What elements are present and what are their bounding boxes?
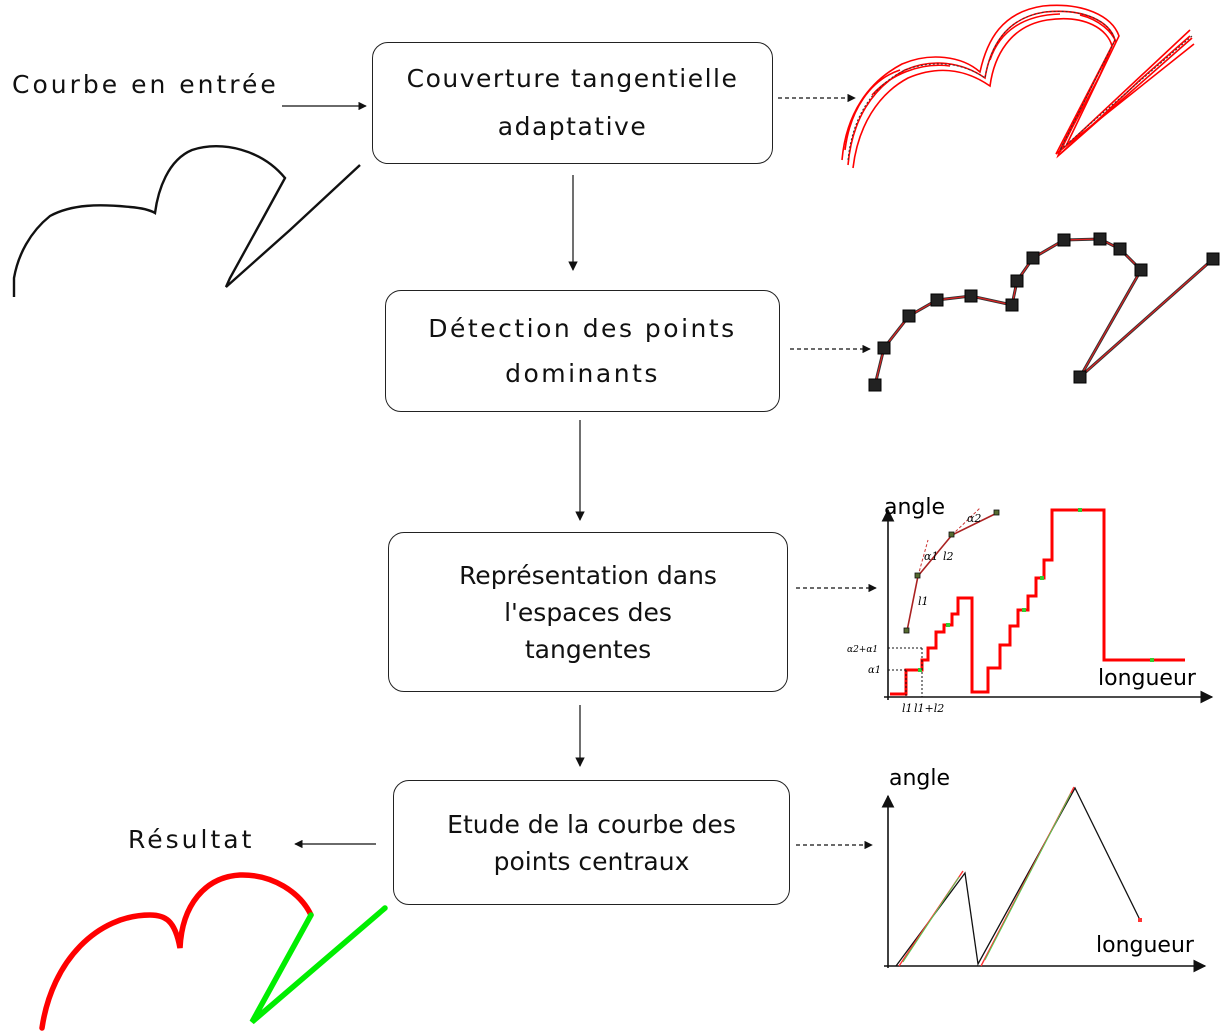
step-1-label: Couverture tangentielle adaptative bbox=[406, 64, 739, 141]
step-4-label: Etude de la courbe des points centraux bbox=[447, 809, 736, 876]
tangent-step-function bbox=[890, 508, 1185, 696]
inset-l1: l1 bbox=[918, 595, 929, 608]
step-3-label: Représentation dans l'espaces des tangen… bbox=[459, 560, 717, 664]
result-label: Résultat bbox=[128, 825, 255, 854]
step-midpoint-curve-study: Etude de la courbe des points centraux bbox=[393, 780, 790, 905]
cover-pixel-curve bbox=[847, 10, 1193, 161]
result-curve bbox=[39, 872, 388, 1031]
tangent-xtick-l1l2: l1+l2 bbox=[914, 702, 944, 715]
inset-alpha2: α2 bbox=[967, 512, 981, 525]
inset-l2: l2 bbox=[943, 550, 954, 563]
tangent-space-plot bbox=[881, 507, 1214, 704]
midpoint-black-curve bbox=[895, 786, 1141, 967]
tangent-ytick-sum: α2+α1 bbox=[847, 645, 878, 655]
step-2-label: Détection des points dominants bbox=[428, 314, 737, 388]
inset-alpha1: α1 bbox=[924, 550, 938, 563]
tangent-y-label: angle bbox=[884, 495, 945, 520]
tangential-cover bbox=[841, 4, 1195, 169]
tangent-x-label: longueur bbox=[1098, 666, 1197, 691]
step-adaptive-tangential-cover: Couverture tangentielle adaptative bbox=[372, 42, 773, 164]
midpoint-red-segments bbox=[898, 786, 1075, 967]
step-tangent-space-representation: Représentation dans l'espaces des tangen… bbox=[388, 532, 788, 692]
tangent-ytick-alpha1: α1 bbox=[868, 665, 881, 676]
result-arc-segments bbox=[39, 872, 314, 1031]
tangent-inset-polyline bbox=[906, 512, 998, 632]
step-dominant-point-detection: Détection des points dominants bbox=[385, 290, 780, 412]
midpoint-y-label: angle bbox=[889, 766, 950, 791]
input-curve-label: Courbe en entrée bbox=[12, 70, 279, 99]
result-line-segments bbox=[249, 905, 388, 1025]
midpoint-x-label: longueur bbox=[1096, 933, 1195, 958]
dominant-points-curve bbox=[873, 237, 1214, 386]
midpoint-curve-plot bbox=[881, 786, 1207, 973]
dominant-point-markers bbox=[868, 232, 1220, 392]
tangent-xtick-l1: l1 bbox=[902, 702, 913, 715]
input-curve bbox=[12, 145, 361, 297]
